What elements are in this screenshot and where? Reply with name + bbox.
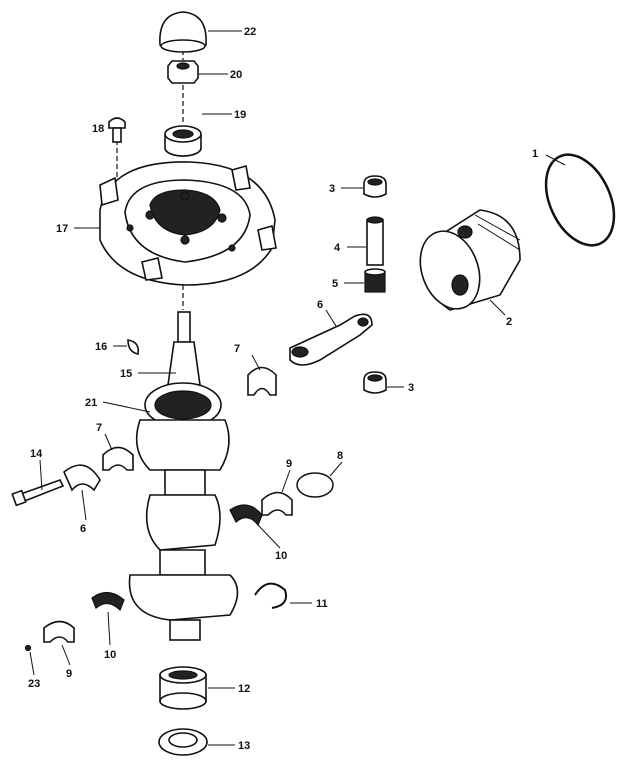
part-6-rod-cap <box>63 464 101 492</box>
callout-9: 9 <box>286 458 292 470</box>
callout-3-lower: 3 <box>408 382 414 394</box>
callout-6-lower: 6 <box>80 523 86 535</box>
part-12-bearing <box>159 666 207 710</box>
part-18-bolt <box>108 117 126 143</box>
part-14-screw <box>11 479 65 507</box>
callout-4: 4 <box>334 242 341 254</box>
part-9-bearing <box>43 620 75 643</box>
callout-23: 23 <box>28 678 40 690</box>
callout-2: 2 <box>506 316 512 328</box>
callout-6: 6 <box>317 299 323 311</box>
callout-10-lower: 10 <box>104 649 116 661</box>
part-8-ring <box>296 472 334 498</box>
callout-7-lower: 7 <box>96 422 102 434</box>
part-10-bearing <box>91 591 125 612</box>
callout-18: 18 <box>92 123 104 135</box>
part-11-snap-ring <box>254 582 288 609</box>
part-7-bearing <box>247 366 277 396</box>
part-2-piston <box>419 209 521 311</box>
callout-9-lower: 9 <box>66 668 72 680</box>
part-6-connecting-rod <box>289 313 373 366</box>
callout-19: 19 <box>234 109 246 121</box>
part-9-bearing <box>261 491 293 516</box>
part-22-cap <box>159 11 207 53</box>
part-1-ring <box>544 153 616 247</box>
part-16-key <box>127 339 140 355</box>
callout-10: 10 <box>275 550 287 562</box>
callout-20: 20 <box>230 69 242 81</box>
callout-1: 1 <box>532 148 538 160</box>
part-13-seal <box>158 728 208 756</box>
callout-22: 22 <box>244 26 256 38</box>
part-10-bearing <box>229 504 263 527</box>
part-3-cap <box>363 371 387 394</box>
callout-21: 21 <box>85 397 97 409</box>
part-7-bearing <box>102 446 134 471</box>
callout-12: 12 <box>238 683 250 695</box>
callout-17: 17 <box>56 223 68 235</box>
callout-15: 15 <box>120 368 132 380</box>
callout-11: 11 <box>316 598 328 610</box>
callout-8: 8 <box>337 450 343 462</box>
part-17-plate <box>99 161 277 286</box>
callout-16: 16 <box>95 341 107 353</box>
part-19-bearing <box>164 125 202 157</box>
part-5-needle-bearing <box>364 268 386 293</box>
callout-5: 5 <box>332 278 338 290</box>
part-3-cap <box>363 175 387 198</box>
callout-13: 13 <box>238 740 250 752</box>
part-15-crankshaft <box>128 311 239 641</box>
part-4-pin <box>366 216 384 266</box>
part-23-ball <box>24 644 32 652</box>
callout-3: 3 <box>329 183 335 195</box>
callout-7: 7 <box>234 343 240 355</box>
leader-lines <box>29 30 566 746</box>
callout-14: 14 <box>30 448 43 460</box>
part-20-nut <box>167 60 199 84</box>
